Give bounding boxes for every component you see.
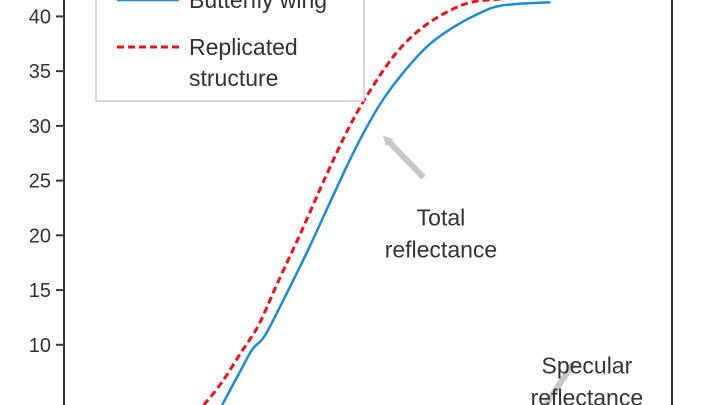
series-line-0 (220, 0, 551, 405)
annotation-arrow (541, 362, 576, 405)
y-tick-label: 40 (29, 6, 51, 28)
legend-label: structure (189, 65, 278, 91)
annotation-text: reflectance (531, 384, 644, 405)
series-line-1 (202, 0, 502, 405)
annotation-text: reflectance (385, 236, 498, 262)
y-tick-label: 25 (29, 171, 51, 193)
series-layer (202, 0, 551, 405)
annotation-text: Total (417, 204, 466, 230)
y-tick-label: 30 (29, 116, 51, 138)
legend-label: Replicated (189, 34, 298, 60)
axes-layer: 10 15 20 25 30 35 40 (29, 0, 673, 405)
y-tick-label: 35 (29, 61, 51, 83)
y-tick-label: 10 (29, 335, 51, 357)
legend-label: Butterfly wing (189, 0, 327, 13)
y-tick-label: 20 (29, 225, 51, 247)
annotation-text: Specular (541, 352, 632, 378)
y-tick-label: 15 (29, 280, 51, 302)
legend-box (95, 0, 365, 102)
annotation-arrow (382, 135, 426, 180)
